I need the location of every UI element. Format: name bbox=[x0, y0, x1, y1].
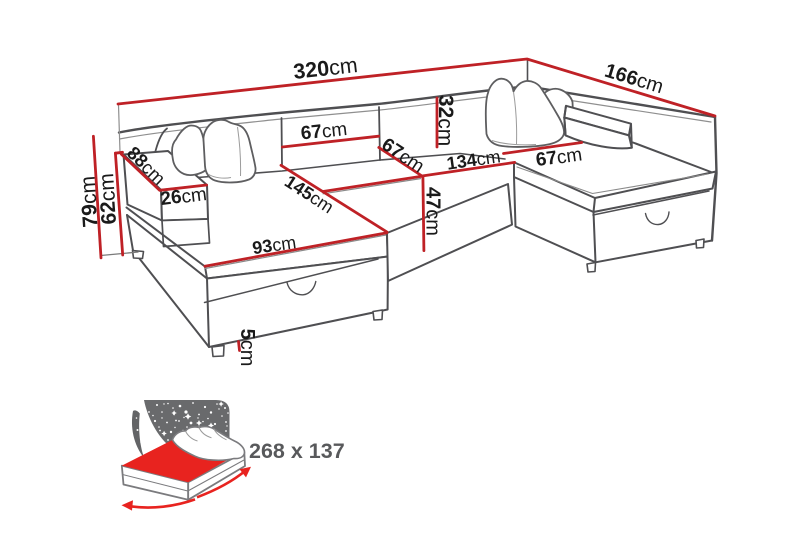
svg-text:26cm: 26cm bbox=[159, 184, 208, 211]
svg-text:93cm: 93cm bbox=[251, 232, 297, 258]
svg-text:32cm: 32cm bbox=[434, 95, 457, 146]
svg-text:67cm: 67cm bbox=[300, 118, 349, 144]
svg-text:62cm: 62cm bbox=[95, 172, 122, 225]
svg-text:5cm: 5cm bbox=[236, 329, 258, 367]
svg-text:67cm: 67cm bbox=[535, 144, 584, 171]
svg-text:268 x 137: 268 x 137 bbox=[249, 439, 345, 463]
svg-text:47cm: 47cm bbox=[422, 187, 444, 236]
svg-text:79cm: 79cm bbox=[76, 175, 103, 228]
